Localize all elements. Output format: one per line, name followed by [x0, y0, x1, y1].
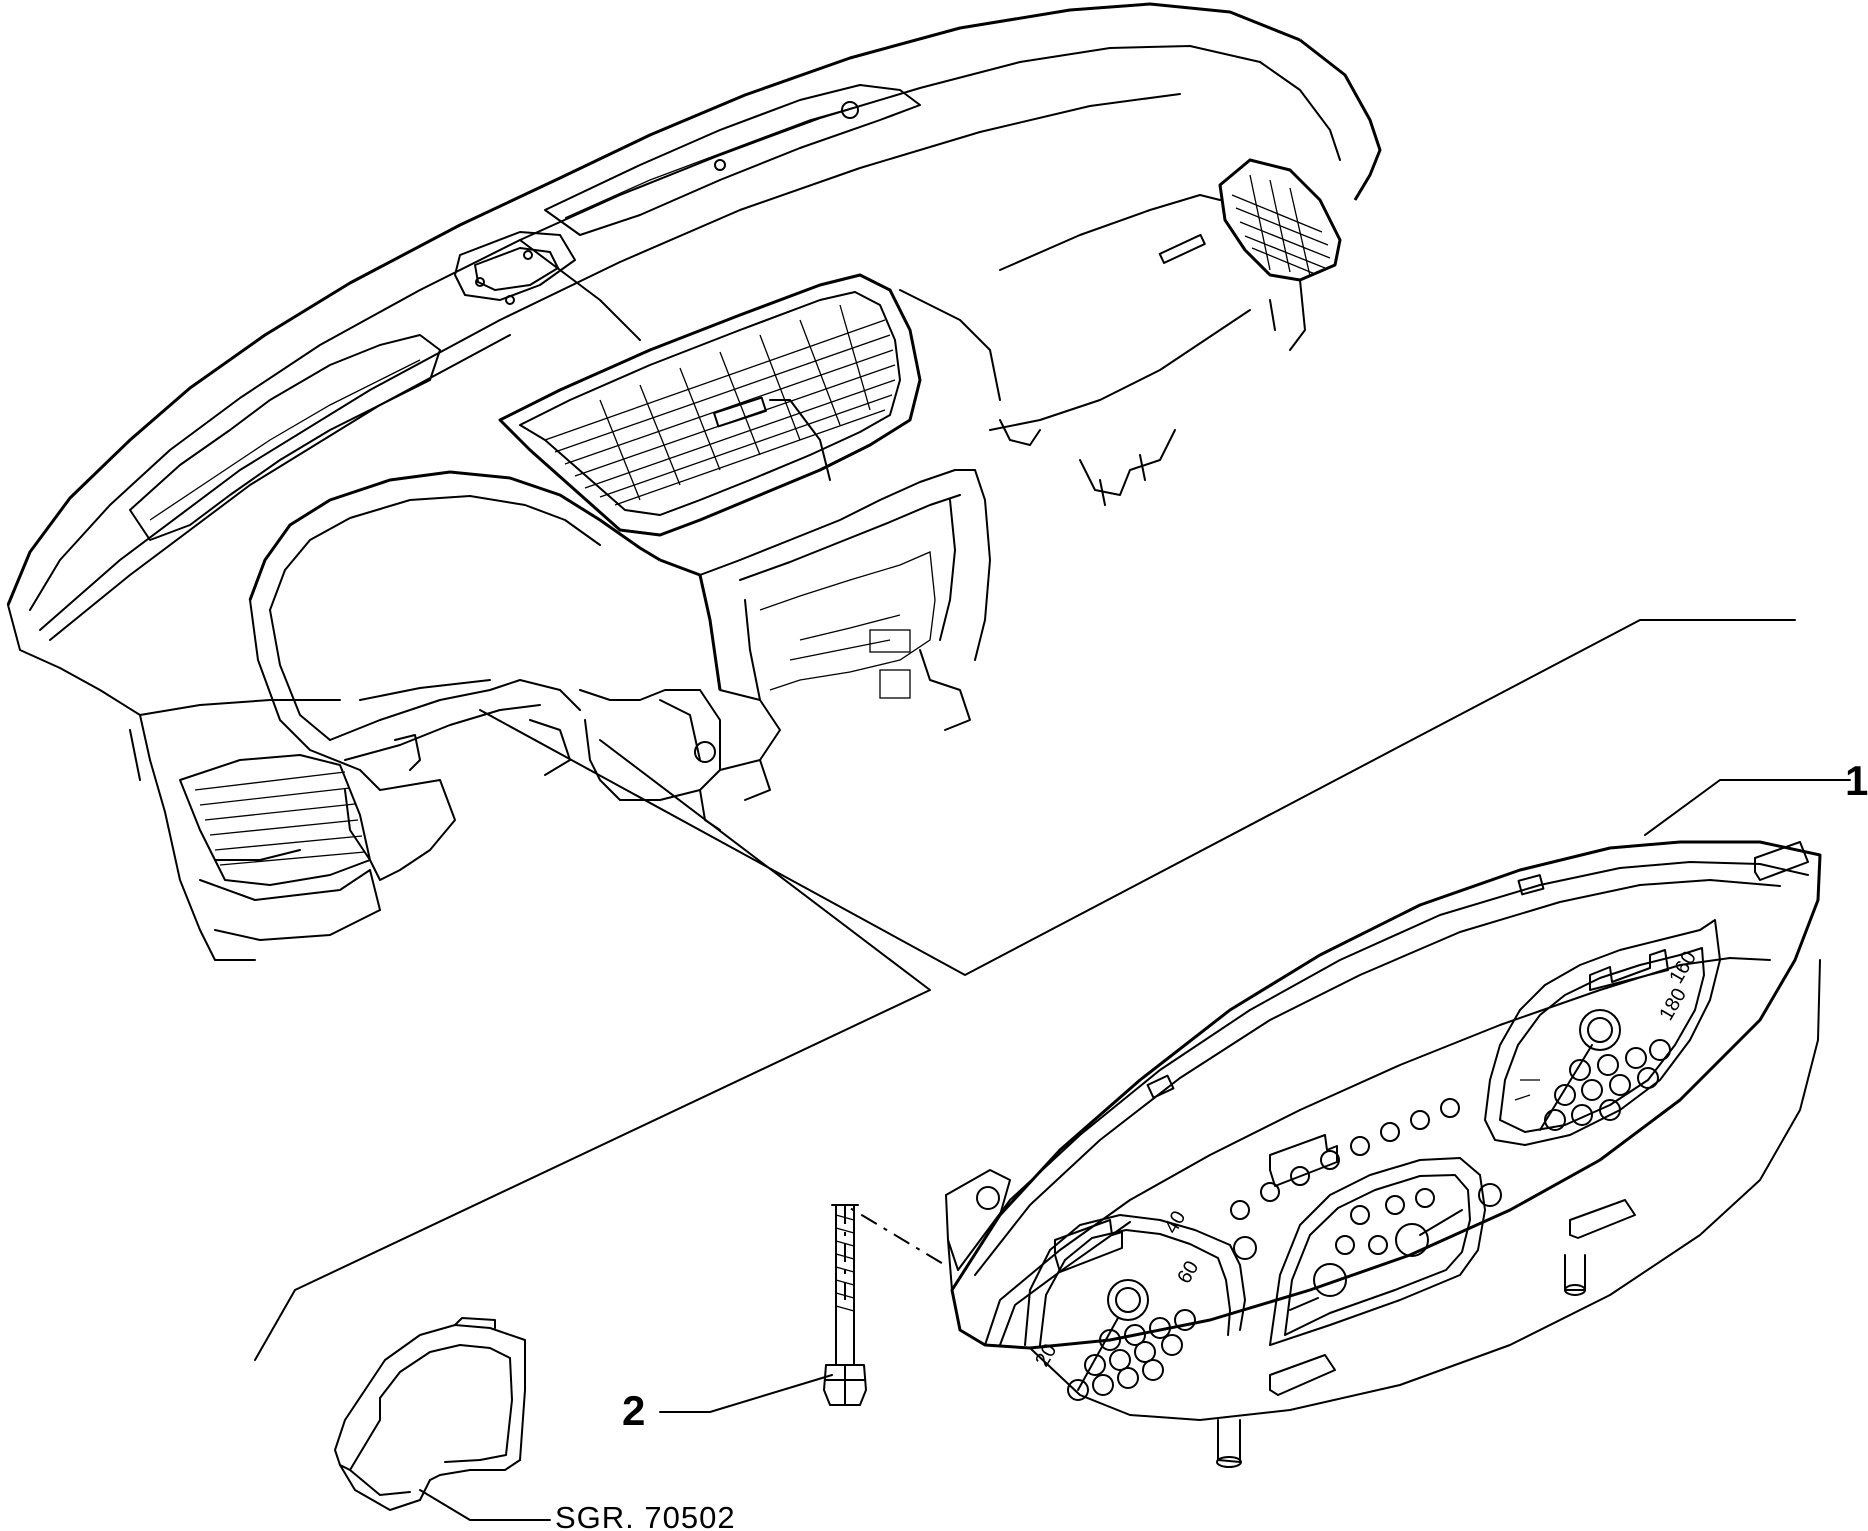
- dashboard-assembly: [6, 2, 1382, 961]
- instrument-cluster: 180 160 60 40 20: [945, 840, 1822, 1468]
- cover-bracket: [334, 1317, 526, 1511]
- leader-lines: [254, 619, 1851, 1521]
- speedometer-tick-180: 180: [1655, 985, 1691, 1025]
- callout-2-label: 2: [622, 1387, 645, 1434]
- left-gauge-tick-60: 60: [1173, 1257, 1203, 1287]
- cluster-screw: [823, 1204, 867, 1406]
- speedometer-tick-160: 160: [1665, 948, 1701, 988]
- callout-1-label: 1: [1845, 757, 1868, 804]
- left-gauge-tick-40: 40: [1160, 1207, 1190, 1237]
- reference-label: SGR. 70502: [555, 1500, 736, 1531]
